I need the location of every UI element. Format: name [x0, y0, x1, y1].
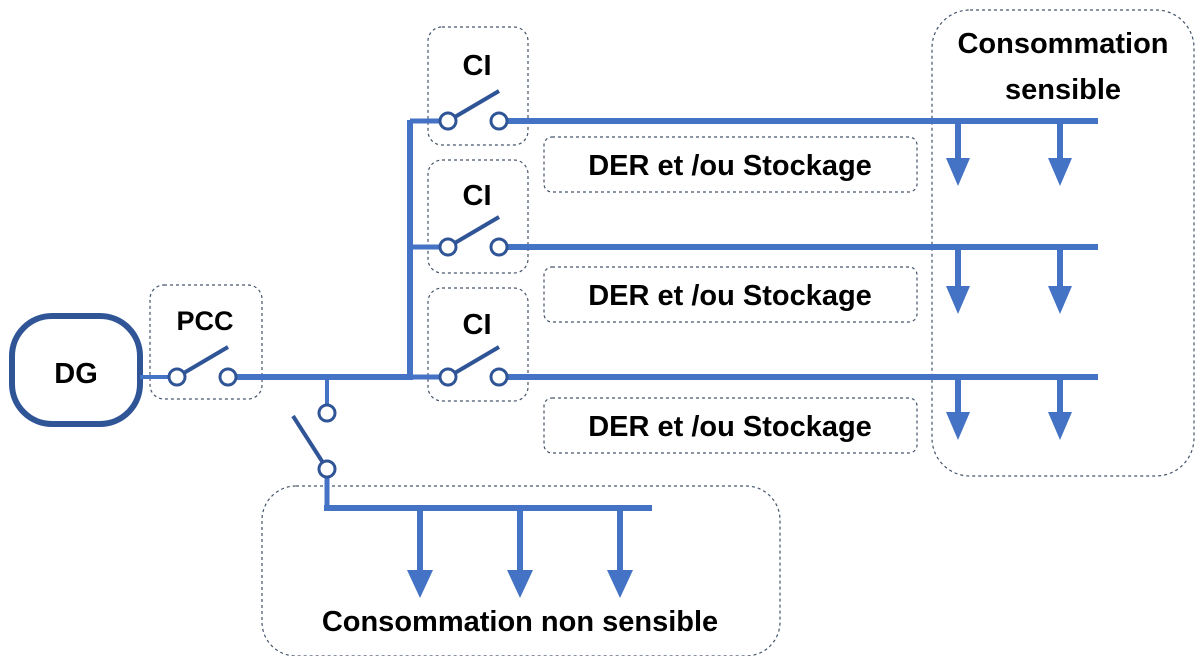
der-label-2: DER et /ou Stockage [588, 280, 872, 312]
non-sensitive-switch [291, 403, 337, 479]
load-arrow [507, 508, 533, 598]
sensitive-load-label-line2: sensible [1005, 74, 1121, 106]
load-arrow [1048, 247, 1072, 314]
ci-label-2: CI [463, 180, 492, 212]
generator-block [9, 313, 143, 427]
load-arrow [946, 247, 970, 314]
non-sensitive-load-box [261, 485, 781, 656]
non-sensitive-load-arrows [407, 508, 633, 598]
load-arrow [946, 377, 970, 440]
pcc-switch [167, 345, 238, 387]
non-sensitive-load-label: Consommation non sensible [322, 606, 718, 638]
generator-label: DG [54, 358, 98, 390]
ci-box-2 [427, 159, 529, 274]
ci-switch-3 [438, 345, 509, 387]
load-arrow [1048, 121, 1072, 186]
sensitive-load-label-line1: Consommation [957, 28, 1168, 60]
pcc-box [149, 284, 263, 400]
ci-box-1 [427, 26, 529, 146]
ci-label-1: CI [463, 50, 492, 82]
load-arrow [407, 508, 433, 598]
ci-switch-2 [438, 215, 509, 257]
load-arrow [946, 121, 970, 186]
sensitive-load-arrows [946, 121, 1072, 440]
load-arrow [607, 508, 633, 598]
sensitive-load-box [931, 9, 1195, 477]
pcc-label: PCC [176, 306, 233, 336]
der-label-3: DER et /ou Stockage [588, 411, 872, 443]
ci-box-3 [427, 287, 529, 402]
load-arrow [1048, 377, 1072, 440]
der-label-1: DER et /ou Stockage [588, 150, 872, 182]
ci-switch-1 [438, 89, 509, 131]
ci-label-3: CI [463, 309, 492, 341]
